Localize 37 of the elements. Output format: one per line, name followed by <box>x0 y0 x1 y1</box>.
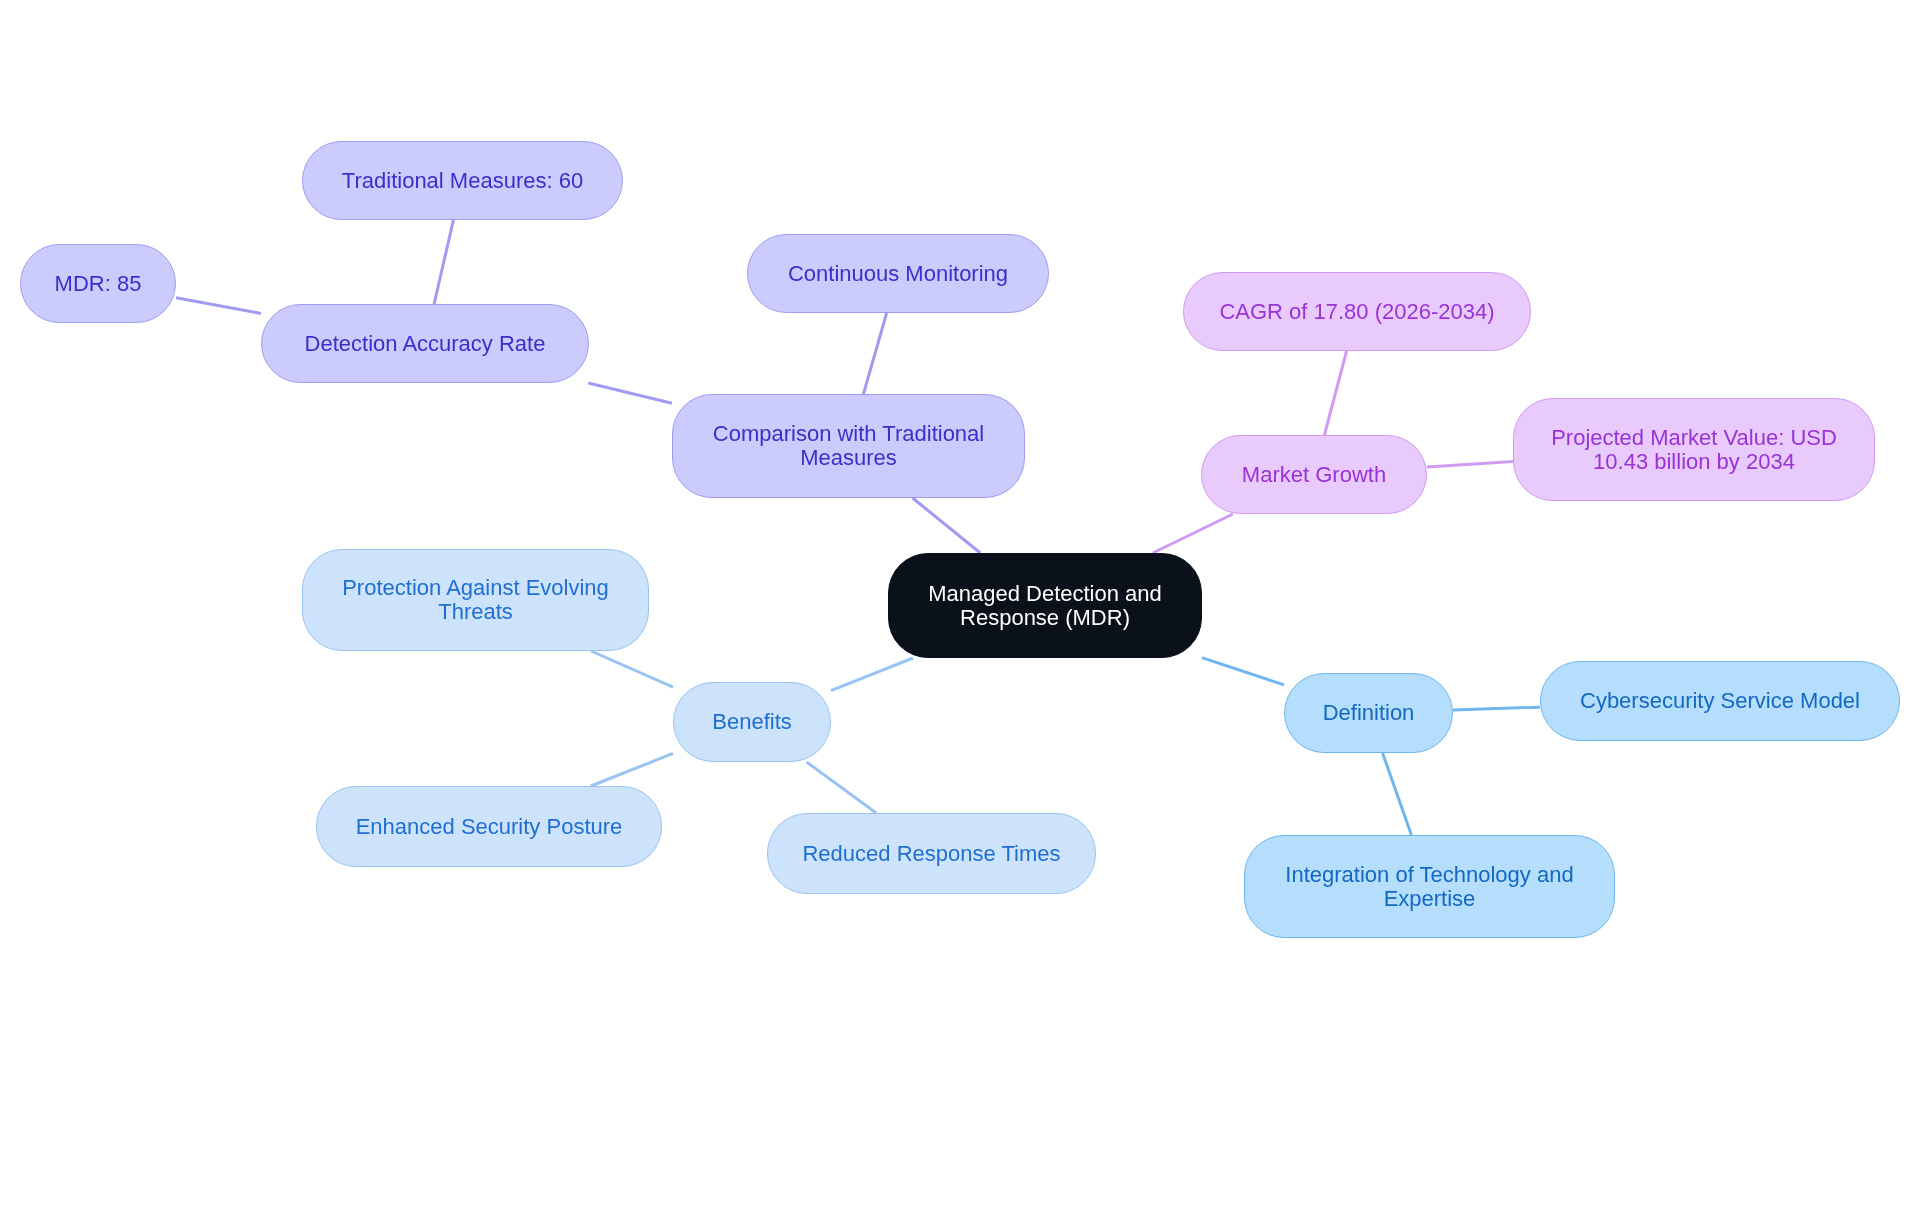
connector-line <box>1201 656 1285 687</box>
central-topic-box <box>888 553 1202 658</box>
topic-label: Comparison with Traditional Measures <box>711 422 986 470</box>
topic-label: Enhanced Security Posture <box>355 814 623 839</box>
topic-label: Benefits <box>712 710 792 734</box>
connector-line <box>805 760 878 815</box>
connector-line <box>432 219 455 305</box>
connector-line <box>1426 459 1514 469</box>
connector-line <box>1152 512 1234 555</box>
topic-box <box>672 394 1025 498</box>
topic-box <box>302 549 649 651</box>
topic-label: CAGR of 17.80 (2026-2034) <box>1219 299 1495 324</box>
topic-label: Continuous Monitoring <box>787 261 1009 286</box>
topic-box <box>1244 835 1615 938</box>
connector-line <box>175 296 262 315</box>
topic-label: Managed Detection and Response (MDR) <box>927 581 1163 630</box>
topic-box <box>1513 398 1875 501</box>
connector-line <box>1322 350 1349 436</box>
topic-label: Market Growth <box>1241 462 1387 487</box>
topic-label: Protection Against Evolving Threats <box>341 576 610 624</box>
topic-label: Traditional Measures: 60 <box>341 168 584 193</box>
topic-label: MDR: 85 <box>54 271 142 296</box>
topic-label: Cybersecurity Service Model <box>1580 689 1860 713</box>
connector-line <box>1452 705 1541 712</box>
connector-line <box>587 381 673 405</box>
topic-label: Definition <box>1322 701 1415 725</box>
connector-line <box>590 649 674 689</box>
topic-box <box>673 682 831 762</box>
connector-line <box>1381 752 1413 836</box>
connector-line <box>911 496 982 555</box>
connector-line <box>830 656 914 692</box>
topic-label: Projected Market Value: USD 10.43 billion by 2034 <box>1550 425 1838 474</box>
topic-label: Integration of Technology and Expertise <box>1284 862 1575 911</box>
connector-line <box>590 752 674 788</box>
connector-line <box>861 312 889 395</box>
topic-label: Detection Accuracy Rate <box>304 331 546 356</box>
topic-label: Reduced Response Times <box>802 841 1061 866</box>
